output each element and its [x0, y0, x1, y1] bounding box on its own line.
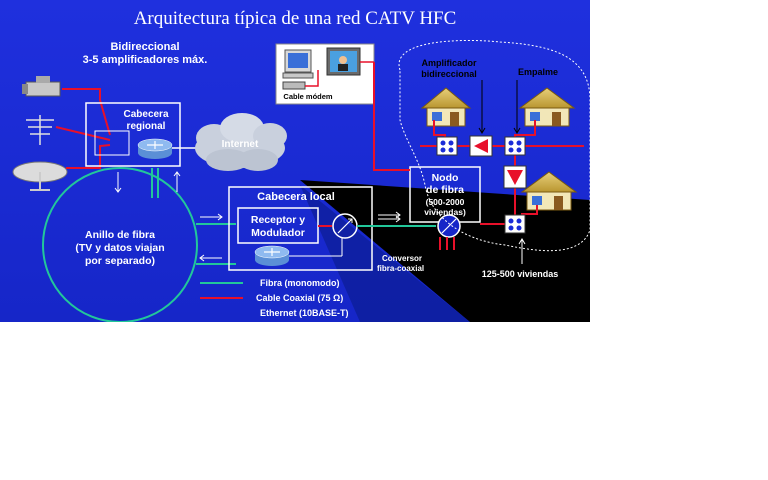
computer-icon: [282, 49, 314, 79]
legend-ethernet-label: Ethernet (10BASE-T): [260, 308, 349, 318]
converter-label-2: fibra-coaxial: [377, 264, 424, 273]
regional-ring-arrows: [114, 171, 181, 193]
amplifier-label-2: bidireccional: [421, 69, 477, 79]
receiver-modulator-label-1: Receptor y: [251, 214, 305, 226]
fiber-node-label-3: (500-2000: [426, 197, 465, 207]
house-icon-3: [520, 171, 578, 211]
modem-internal-coax: [305, 70, 319, 87]
fiber-ring: [42, 167, 198, 322]
local-node-arrows: [378, 211, 401, 223]
modem-feed-coax: [373, 62, 410, 171]
fiber-node-label-4: viviendas): [424, 207, 466, 217]
splice-label: Empalme: [518, 67, 558, 77]
internet-label: Internet: [222, 139, 259, 150]
fiber-node-label-2: de fibra: [426, 184, 464, 196]
ring-local-arrows: [199, 213, 223, 262]
light-beam: [300, 185, 470, 322]
local-headend-box: [228, 186, 373, 271]
splice-box-1: [504, 136, 526, 156]
internet-cloud-icon: [195, 113, 287, 171]
legend-fiber-label: Fibra (monomodo): [260, 278, 340, 288]
fiber-node-label-1: Nodo: [432, 172, 459, 184]
receiver-modulator-label-2: Modulador: [251, 227, 305, 239]
regional-headend-label-2: regional: [127, 121, 166, 132]
hfc-diagram: Arquitectura típica de una red CATV HFC …: [0, 0, 590, 322]
splice-box-2: [504, 214, 526, 234]
cable-modem-label: Cable módem: [283, 92, 333, 101]
regional-headend-label-1: Cabecera: [123, 109, 168, 120]
regional-headend-box: [85, 102, 181, 167]
house-icon-1: [420, 87, 472, 127]
tv-icon: [326, 47, 361, 76]
video-camera-icon: [22, 76, 61, 97]
source-feeds: [55, 88, 111, 169]
amplifier-label-1: Amplificador: [421, 58, 477, 68]
fiber-ring-label-2: (TV y datos viajan: [75, 242, 164, 254]
homes-range-label: 125-500 viviendas: [482, 269, 559, 279]
regional-headend-rack: [94, 130, 130, 156]
modem-device-icon: [282, 81, 306, 90]
subtitle-line-1: Bidireccional: [110, 41, 179, 53]
satellite-dish-icon: [12, 161, 68, 191]
subtitle-line-2: 3-5 amplificadores máx.: [83, 54, 208, 66]
amplifier-icon-1: [469, 135, 493, 157]
diagram-title: Arquitectura típica de una red CATV HFC: [134, 8, 457, 29]
router-icon: [137, 138, 173, 159]
house-icon-2: [518, 87, 576, 127]
amplifier-icon-2: [503, 165, 527, 189]
antenna-icon: [26, 115, 54, 145]
fiber-ring-label-3: por separado): [85, 255, 155, 267]
fiber-ring-label-1: Anillo de fibra: [85, 229, 155, 241]
homes-pointer-head: [518, 238, 526, 245]
node-converter-icon: [437, 214, 461, 238]
converter-label-1: Conversor: [382, 254, 422, 263]
legend-coax-label: Cable Coaxial (75 Ω): [256, 293, 343, 303]
local-router-icon: [254, 245, 290, 266]
hfc-diagram-slide: Arquitectura típica de una red CATV HFC …: [0, 0, 590, 322]
label-pointers: [478, 80, 521, 134]
local-headend-label: Cabecera local: [257, 191, 335, 203]
node-coax-drops: [439, 237, 455, 250]
tap-box-1: [436, 136, 458, 156]
